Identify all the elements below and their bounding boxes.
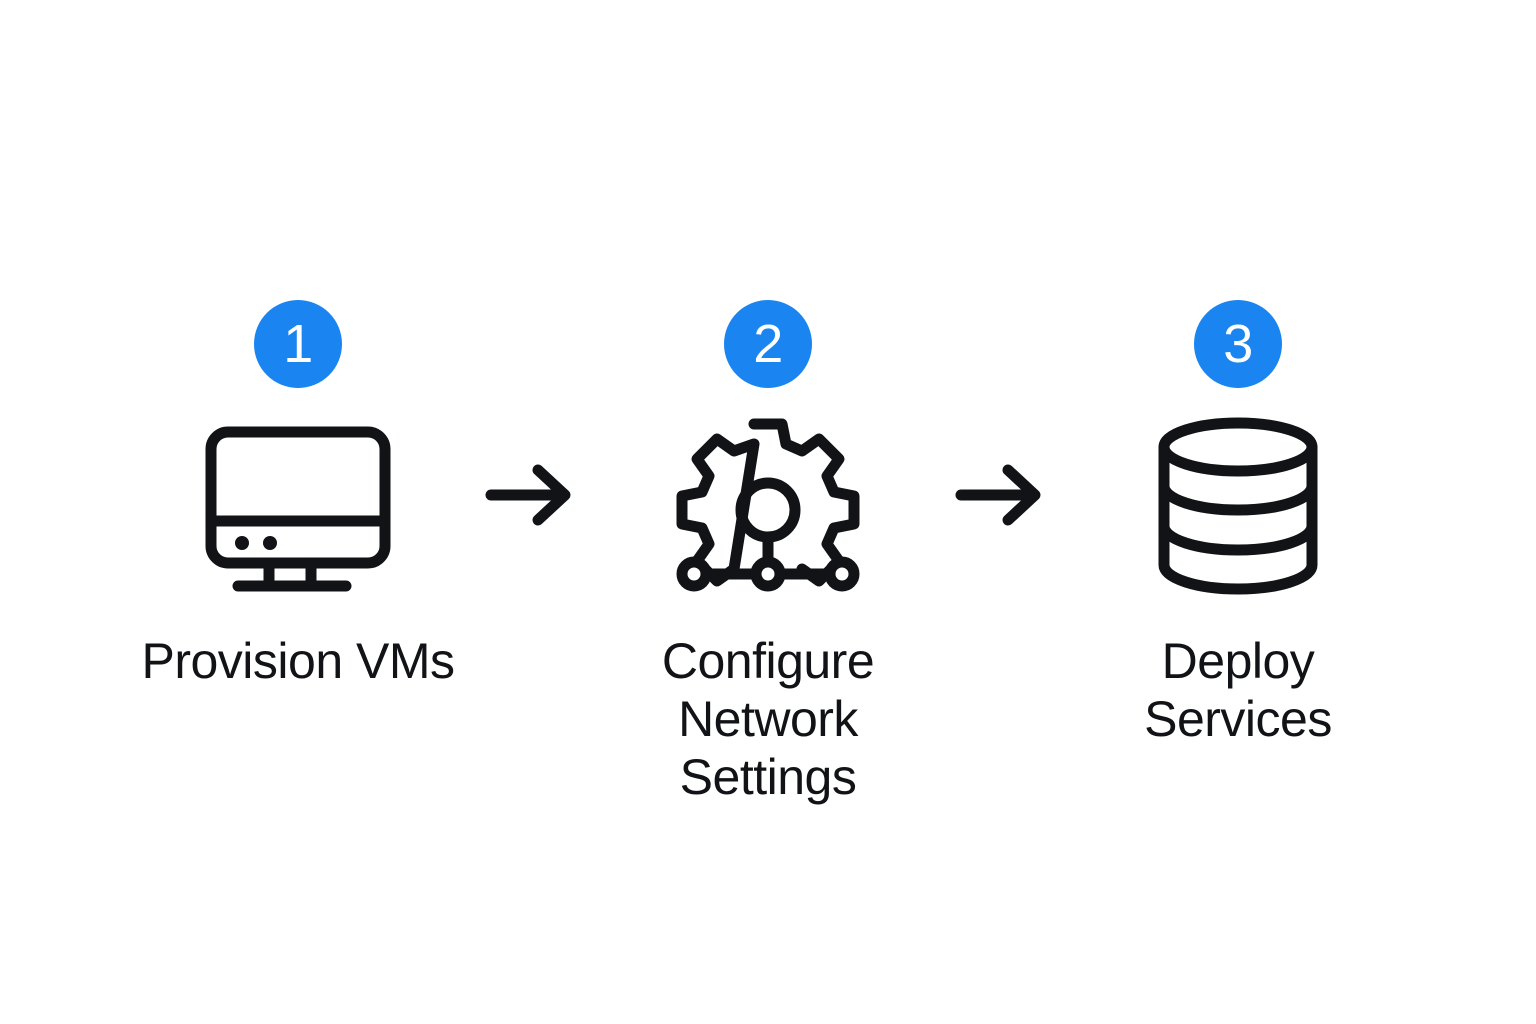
step-number-badge-2: 2	[724, 300, 812, 388]
connector-2	[933, 0, 1073, 530]
step-number-label-3: 3	[1223, 314, 1253, 374]
arrow-right-icon	[955, 464, 1041, 526]
arrow-right-icon	[485, 464, 571, 526]
network-settings-icon	[668, 416, 868, 596]
database-icon	[1138, 416, 1338, 596]
step-label-2: Configure Network Settings	[661, 633, 875, 805]
step-number-label-2: 2	[753, 314, 783, 374]
process-step-2[interactable]: 2 Configure Network Settings	[603, 0, 933, 806]
step-number-label-1: 1	[283, 314, 313, 374]
step-label-1: Provision VMs	[141, 633, 455, 689]
monitor-icon	[198, 416, 398, 596]
process-step-1[interactable]: 1 Provision VMs	[133, 0, 463, 690]
connector-1	[463, 0, 603, 530]
process-step-3[interactable]: 3 Deploy Services	[1073, 0, 1403, 748]
step-number-badge-3: 3	[1194, 300, 1282, 388]
step-label-3: Deploy Services	[1144, 633, 1332, 747]
step-number-badge-1: 1	[254, 300, 342, 388]
